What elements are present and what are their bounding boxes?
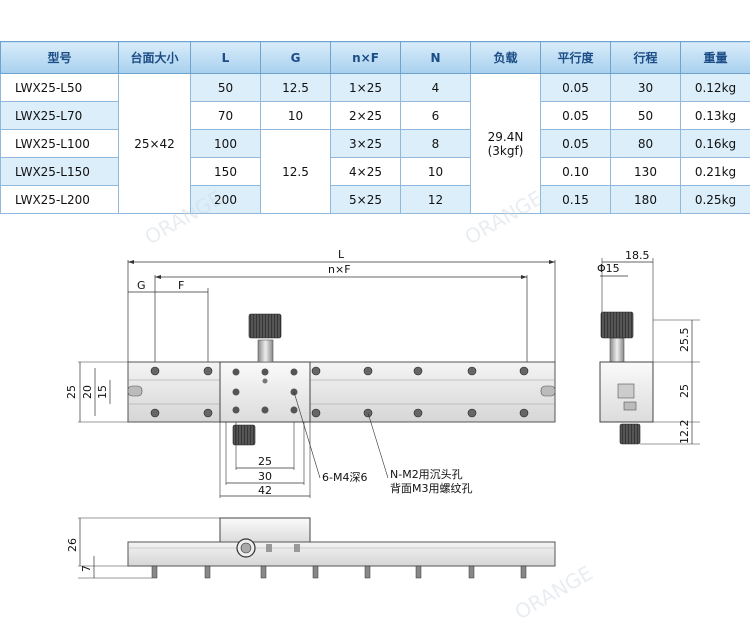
table-row: LWX25-L150 150 4×25 10 0.10 130 0.21kg (0, 157, 750, 186)
lock-knob-icon (232, 424, 256, 446)
header-weight: 重量 (680, 41, 750, 74)
cell-weight: 0.16kg (680, 129, 750, 158)
cell-nf: 5×25 (330, 185, 401, 214)
cell-nf: 3×25 (330, 129, 401, 158)
cell-l: 50 (190, 73, 261, 102)
cell-n: 4 (400, 73, 471, 102)
side-dim-25-5: 25.5 (678, 328, 691, 353)
dim-g-label: G (137, 279, 146, 292)
cell-weight: 0.12kg (680, 73, 750, 102)
table-header-row: 型号 台面大小 L G n×F N 负载 平行度 行程 重量 (0, 41, 750, 74)
cell-l: 150 (190, 157, 261, 186)
cell-model: LWX25-L100 (0, 129, 119, 158)
rail (127, 361, 556, 423)
cell-stroke: 180 (610, 185, 681, 214)
cell-nf: 2×25 (330, 101, 401, 130)
dim-30: 30 (258, 470, 272, 483)
header-n: N (400, 41, 471, 74)
table-row: LWX25-L100 100 12.5 3×25 8 0.05 80 0.16k… (0, 129, 750, 214)
note-m3: 背面M3用螺纹孔 (390, 481, 473, 495)
cell-model: LWX25-L150 (0, 157, 119, 186)
header-nf: n×F (330, 41, 401, 74)
watermark: ORANGE (461, 186, 547, 250)
table-row: LWX25-L50 25×42 50 12.5 1×25 4 29.4N (3k… (0, 73, 750, 214)
dim-nf-label: n×F (328, 263, 351, 276)
dim-25-left: 25 (65, 385, 78, 399)
header-g: G (260, 41, 331, 74)
load-value-kgf: (3kgf) (487, 143, 524, 158)
front-rail (127, 541, 556, 567)
front-dim-7: 7 (80, 565, 93, 572)
side-knob-icon (600, 311, 634, 339)
side-dim-25: 25 (678, 384, 691, 398)
side-view: 18.5 Φ15 25.5 25 12.2 (597, 249, 700, 445)
table-row: LWX25-L200 200 5×25 12 0.15 180 0.25kg (0, 185, 750, 214)
cell-weight: 0.13kg (680, 101, 750, 130)
dim-25-bottom: 25 (258, 455, 272, 468)
dim-15: 15 (96, 385, 109, 399)
front-dim-26: 26 (66, 538, 79, 552)
cell-model: LWX25-L70 (0, 101, 119, 130)
cell-stroke: 80 (610, 129, 681, 158)
dim-20: 20 (81, 385, 94, 399)
spec-table: 型号 台面大小 L G n×F N 负载 平行度 行程 重量 LWX25-L50… (0, 41, 750, 214)
cell-g: 12.5 (260, 73, 331, 102)
cell-parallelism: 0.10 (540, 157, 611, 186)
cell-parallelism: 0.05 (540, 129, 611, 158)
cell-stroke: 130 (610, 157, 681, 186)
adjust-knob-icon (248, 313, 282, 339)
side-dim-12-2: 12.2 (678, 420, 691, 445)
cell-table-size: 25×42 (118, 73, 191, 214)
front-block (219, 517, 311, 543)
note-m4: 6-M4深6 (322, 471, 367, 484)
cell-parallelism: 0.15 (540, 185, 611, 214)
front-view: 26 7 (66, 517, 556, 579)
cell-load: 29.4N (3kgf) (470, 73, 541, 214)
cell-parallelism: 0.05 (540, 73, 611, 102)
cell-weight: 0.21kg (680, 157, 750, 186)
header-load: 负载 (470, 41, 541, 74)
cell-n: 10 (400, 157, 471, 186)
cell-model: LWX25-L200 (0, 185, 119, 214)
front-screws (151, 565, 527, 579)
dim-l-label: L (338, 248, 345, 261)
header-model: 型号 (0, 41, 119, 74)
table-row: LWX25-L70 70 10 2×25 6 0.05 50 0.13kg (0, 101, 750, 130)
note-m2: N-M2用沉头孔 (390, 468, 463, 481)
top-view: L n×F G F (65, 248, 556, 498)
cell-l: 200 (190, 185, 261, 214)
load-value: 29.4N (487, 129, 524, 144)
side-dim-18-5: 18.5 (625, 249, 650, 262)
side-lock-knob-icon (619, 423, 641, 445)
cell-weight: 0.25kg (680, 185, 750, 214)
cell-n: 8 (400, 129, 471, 158)
cell-l: 100 (190, 129, 261, 158)
cell-l: 70 (190, 101, 261, 130)
header-stroke: 行程 (610, 41, 681, 74)
cell-n: 12 (400, 185, 471, 214)
header-parallelism: 平行度 (540, 41, 611, 74)
dim-42: 42 (258, 484, 272, 497)
watermark: ORANGE (141, 186, 227, 250)
cell-model: LWX25-L50 (0, 73, 119, 102)
dim-f-label: F (178, 279, 184, 292)
rail-holes-top (150, 366, 529, 376)
side-dim-phi15: Φ15 (597, 262, 620, 275)
